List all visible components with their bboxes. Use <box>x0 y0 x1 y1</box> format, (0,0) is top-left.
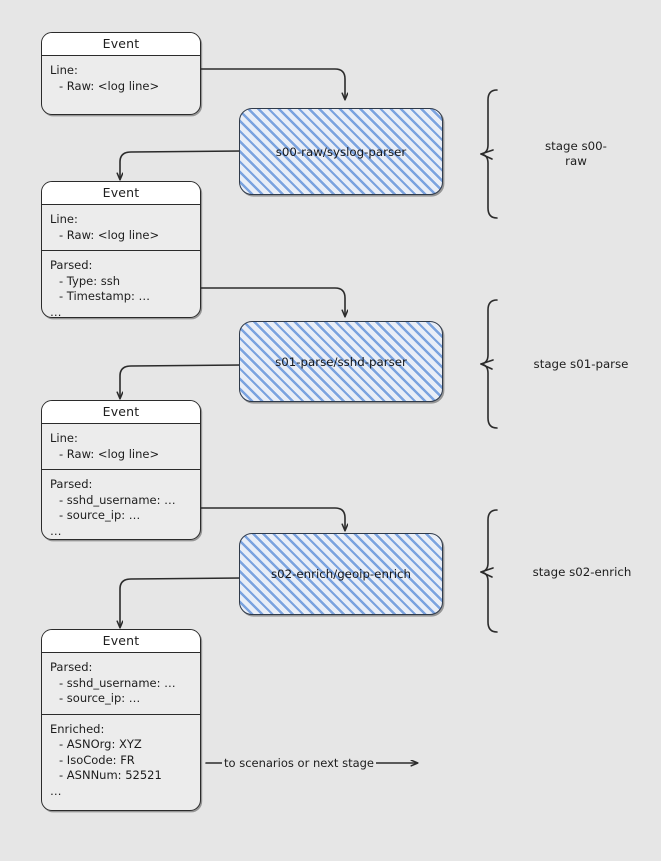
section-ellipsis: … <box>50 304 63 318</box>
section-item: - ASNOrg: XYZ <box>59 737 142 751</box>
event-box-1: Event Line: - Raw: <log line> <box>41 32 201 115</box>
section-item: - sshd_username: … <box>59 492 176 507</box>
section-item: - Type: ssh <box>59 273 121 288</box>
section-item: - sshd_username: … <box>59 675 176 690</box>
brace-tick-s00 <box>480 149 494 160</box>
arrow-proc3-to-event4 <box>120 577 243 627</box>
section-item: - source_ip: … <box>59 691 141 705</box>
processor-label: s00-raw/syslog-parser <box>275 144 407 159</box>
section-heading: Parsed: <box>50 477 93 491</box>
section-heading: Line: <box>50 63 78 77</box>
stage-label-s01-parse: stage s01-parse <box>533 357 629 371</box>
section-heading: Line: <box>50 212 78 226</box>
event-box-2-section-line: Line: - Raw: <log line> <box>42 205 200 250</box>
processor-box-s01-parse-sshd-parser[interactable]: s01-parse/sshd-parser <box>239 321 443 402</box>
section-item: - source_ip: … <box>59 508 141 522</box>
section-item: - Raw: <log line> <box>59 227 160 242</box>
stage-label-s02-enrich: stage s02-enrich <box>532 565 632 579</box>
event-box-4-section-parsed: Parsed: - sshd_username: … - source_ip: … <box>42 653 200 714</box>
section-heading: Parsed: <box>50 660 93 674</box>
event-box-3-section-parsed: Parsed: - sshd_username: … - source_ip: … <box>42 469 200 539</box>
brace-tick-s02 <box>480 567 494 578</box>
event-box-4-title: Event <box>42 630 200 653</box>
section-item: - Timestamp: … <box>59 289 151 303</box>
event-box-1-section-line: Line: - Raw: <log line> <box>42 56 200 101</box>
event-box-4-section-enriched: Enriched: - ASNOrg: XYZ - IsoCode: FR - … <box>42 713 200 807</box>
arrow-event1-to-proc1 <box>200 68 345 99</box>
processor-box-s02-enrich-geoip-enrich[interactable]: s02-enrich/geoip-enrich <box>239 533 443 615</box>
event-box-1-title: Event <box>42 33 200 56</box>
arrow-proc1-to-event2 <box>120 150 243 179</box>
section-heading: Parsed: <box>50 258 93 272</box>
section-item: - ASNNum: 52521 <box>59 768 162 782</box>
brace-tick-s01 <box>480 359 494 370</box>
section-item: - Raw: <log line> <box>59 446 160 461</box>
event-box-3-title: Event <box>42 401 200 424</box>
arrow-event2-to-proc2 <box>200 287 345 316</box>
event-box-2-section-parsed: Parsed: - Type: ssh - Timestamp: … … <box>42 250 200 318</box>
arrow-proc2-to-event3 <box>120 364 243 398</box>
section-ellipsis: … <box>50 783 63 798</box>
event-box-2: Event Line: - Raw: <log line> Parsed: - … <box>41 181 201 318</box>
event-box-3-section-line: Line: - Raw: <log line> <box>42 424 200 469</box>
processor-label: s02-enrich/geoip-enrich <box>270 567 412 581</box>
stage-label-s00-raw: stage s00- raw <box>545 139 607 168</box>
processor-box-s00-raw-syslog-parser[interactable]: s00-raw/syslog-parser <box>239 108 443 195</box>
arrow-event3-to-proc3 <box>200 507 345 530</box>
section-item: - IsoCode: FR <box>59 752 135 767</box>
event-box-2-title: Event <box>42 182 200 205</box>
section-heading: Line: <box>50 431 78 445</box>
section-heading: Enriched: <box>50 721 105 736</box>
event-box-3: Event Line: - Raw: <log line> Parsed: - … <box>41 400 201 540</box>
event-box-4: Event Parsed: - sshd_username: … - sourc… <box>41 629 201 811</box>
section-item: - Raw: <log line> <box>59 78 160 93</box>
processor-label: s01-parse/sshd-parser <box>275 354 407 369</box>
outgoing-flow-label: to scenarios or next stage <box>222 756 377 770</box>
section-ellipsis: … <box>50 523 63 538</box>
